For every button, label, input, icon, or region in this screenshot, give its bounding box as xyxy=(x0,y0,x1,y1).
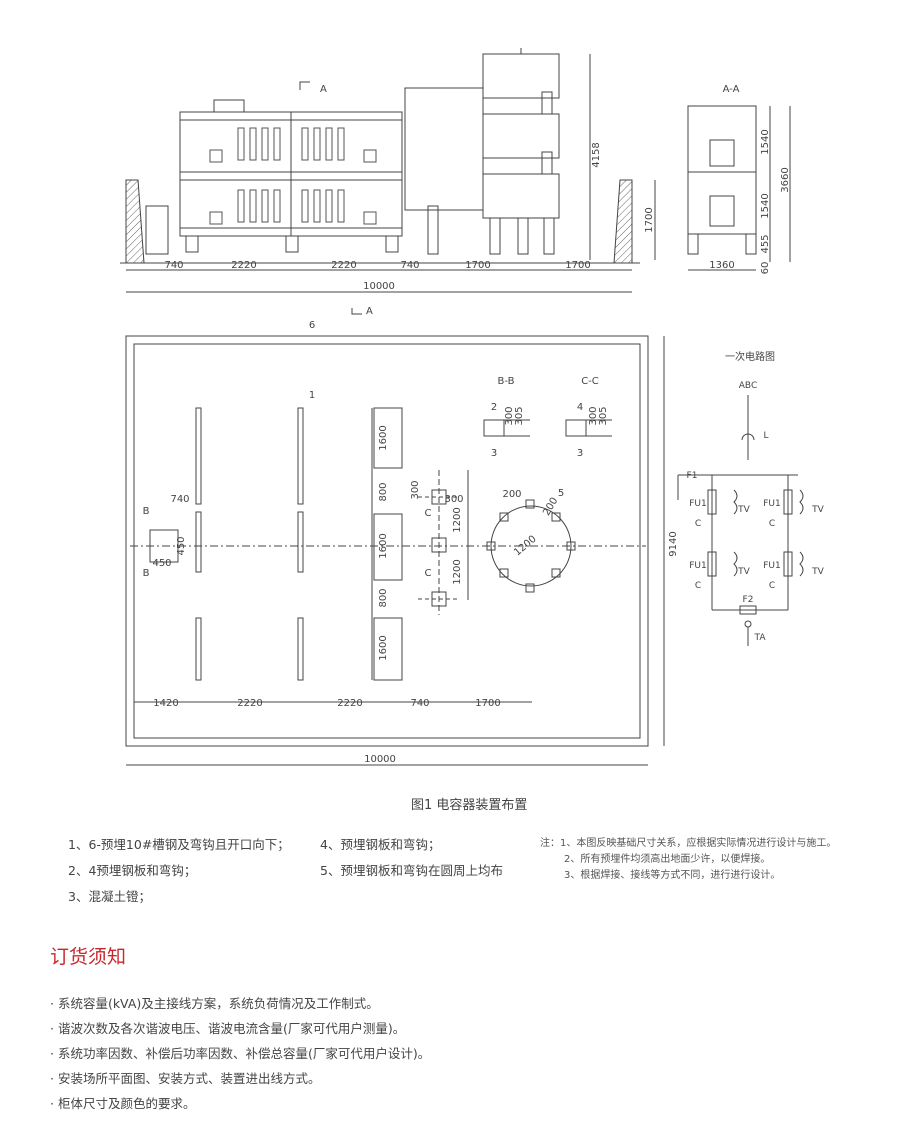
order-item: · 谐波次数及各次谐波电压、谐波电流含量(厂家可代用户测量)。 xyxy=(50,1021,406,1036)
order-item: · 系统容量(kVA)及主接线方案，系统负荷情况及工作制式。 xyxy=(50,996,379,1011)
b-mark-bottom: B xyxy=(143,568,150,579)
section-title-aa: A-A xyxy=(723,84,740,95)
dim-455: 455 xyxy=(760,234,771,253)
order-list: · 系统容量(kVA)及主接线方案，系统负荷情况及工作制式。 · 谐波次数及各次… xyxy=(50,993,430,1118)
bb-dim-300: 300 xyxy=(504,406,515,425)
circuit-diagram: 一次电路图 ABC L F1 FU1 FU1 FU1 FU1 TV TV TV … xyxy=(677,350,825,646)
dim-1600-2: 1600 xyxy=(378,533,389,558)
bb-dim-305: 305 xyxy=(514,406,525,425)
dim-450-h: 450 xyxy=(152,558,171,569)
bb-label-2: 2 xyxy=(491,402,497,413)
dim-200: 200 xyxy=(502,489,521,500)
circuit-c-2: C xyxy=(769,519,775,529)
bb-title: B-B xyxy=(498,376,515,387)
cc-dim-300: 300 xyxy=(588,406,599,425)
order-title: 订货须知 xyxy=(50,946,127,968)
dim-2220-2: 2220 xyxy=(331,260,356,271)
label-6: 6 xyxy=(309,320,315,331)
circuit-ta: TA xyxy=(754,633,767,643)
dim-60: 60 xyxy=(760,262,771,275)
dim-10000-plan: 10000 xyxy=(364,754,396,765)
circuit-tv-1: TV xyxy=(737,505,750,515)
circuit-c-3: C xyxy=(695,581,701,591)
note-item: 注：1、本图反映基础尺寸关系，应根据实际情况进行设计与施工。 xyxy=(540,838,837,849)
legend-item: 5、预埋钢板和弯钩在圆周上均布 xyxy=(320,863,503,878)
order-item: · 柜体尺寸及颜色的要求。 xyxy=(50,1096,196,1111)
legend-col-1: 1、6-预埋10#槽钢及弯钩且开口向下； 2、4预埋钢板和弯钩； 3、混凝土镫； xyxy=(68,834,290,912)
circuit-c-1: C xyxy=(695,519,701,529)
dim-1200-c2: 1200 xyxy=(452,559,463,584)
order-item: · 系统功率因数、补偿后功率因数、补偿总容量(厂家可代用户设计)。 xyxy=(50,1046,431,1061)
circuit-c-4: C xyxy=(769,581,775,591)
dim-200-r: 200 xyxy=(541,496,560,518)
circuit-tv-4: TV xyxy=(811,567,824,577)
elevation-drawing: A A-A 740 2220 2220 740 1700 1700 10000 … xyxy=(120,48,791,293)
section-mark-a: A xyxy=(320,84,327,95)
circuit-tv-3: TV xyxy=(737,567,750,577)
label-5: 5 xyxy=(558,488,564,499)
dim-1700-p: 1700 xyxy=(475,698,500,709)
circuit-fu1-1: FU1 xyxy=(689,499,707,509)
cc-dim-305: 305 xyxy=(598,406,609,425)
note-item: 2、所有预埋件均须高出地面少许，以便焊接。 xyxy=(564,854,771,865)
dim-1700-1: 1700 xyxy=(465,260,490,271)
dim-2220-p1: 2220 xyxy=(237,698,262,709)
c-mark-bottom: C xyxy=(425,568,432,579)
dim-4158: 4158 xyxy=(591,142,602,167)
dim-1420: 1420 xyxy=(153,698,178,709)
circuit-f2: F2 xyxy=(743,595,754,605)
circuit-l: L xyxy=(763,431,768,441)
dim-9140: 9140 xyxy=(668,531,679,556)
dim-2220-1: 2220 xyxy=(231,260,256,271)
dim-1540-1: 1540 xyxy=(760,129,771,154)
figure-caption: 图1 电容器装置布置 xyxy=(411,798,528,813)
dim-740-plan: 740 xyxy=(170,494,189,505)
circuit-fu1-2: FU1 xyxy=(763,499,781,509)
dim-800-1: 800 xyxy=(378,482,389,501)
b-mark-top: B xyxy=(143,506,150,517)
note-item: 3、根据焊接、接线等方式不同，进行进行设计。 xyxy=(564,870,781,881)
dim-1360: 1360 xyxy=(709,260,734,271)
circuit-title: 一次电路图 xyxy=(725,350,775,363)
circuit-fu1-4: FU1 xyxy=(763,561,781,571)
circuit-fu1-3: FU1 xyxy=(689,561,707,571)
order-item: · 安装场所平面图、安装方式、装置进出线方式。 xyxy=(50,1071,321,1086)
dim-300-c2: 300 xyxy=(444,494,463,505)
circuit-f1: F1 xyxy=(687,471,698,481)
circuit-abc: ABC xyxy=(739,381,757,391)
dim-740: 740 xyxy=(164,260,183,271)
label-1: 1 xyxy=(309,390,315,401)
cc-label-3: 3 xyxy=(577,448,583,459)
cc-title: C-C xyxy=(581,376,599,387)
dim-1700-v: 1700 xyxy=(644,207,655,232)
dim-450-v: 450 xyxy=(176,536,187,555)
legend-item: 3、混凝土镫； xyxy=(68,889,151,904)
notes: 注：1、本图反映基础尺寸关系，应根据实际情况进行设计与施工。 2、所有预埋件均须… xyxy=(540,834,836,882)
dim-1200-c1: 1200 xyxy=(452,507,463,532)
dim-1700-2: 1700 xyxy=(565,260,590,271)
dim-2220-p2: 2220 xyxy=(337,698,362,709)
bb-label-3: 3 xyxy=(491,448,497,459)
dim-3660: 3660 xyxy=(780,167,791,192)
plan-section-mark-a: A xyxy=(366,306,373,317)
circuit-tv-2: TV xyxy=(811,505,824,515)
dim-1600-1: 1600 xyxy=(378,425,389,450)
dim-740-2: 740 xyxy=(400,260,419,271)
dim-10000: 10000 xyxy=(363,281,395,292)
legend-item: 4、预埋钢板和弯钩； xyxy=(320,837,441,852)
dim-1600-3: 1600 xyxy=(378,635,389,660)
dim-1540-2: 1540 xyxy=(760,193,771,218)
dim-300-c: 300 xyxy=(410,480,421,499)
legend-col-2: 4、预埋钢板和弯钩； 5、预埋钢板和弯钩在圆周上均布 xyxy=(320,834,503,886)
dim-800-2: 800 xyxy=(378,588,389,607)
dim-740-p: 740 xyxy=(410,698,429,709)
legend-item: 2、4预埋钢板和弯钩； xyxy=(68,863,197,878)
cc-label-4: 4 xyxy=(577,402,583,413)
c-mark-top: C xyxy=(425,508,432,519)
plan-drawing: A 6 1 5 B-B C-C 2 3 4 3 300 305 300 305 … xyxy=(125,306,679,766)
legend-item: 1、6-预埋10#槽钢及弯钩且开口向下； xyxy=(68,837,290,852)
